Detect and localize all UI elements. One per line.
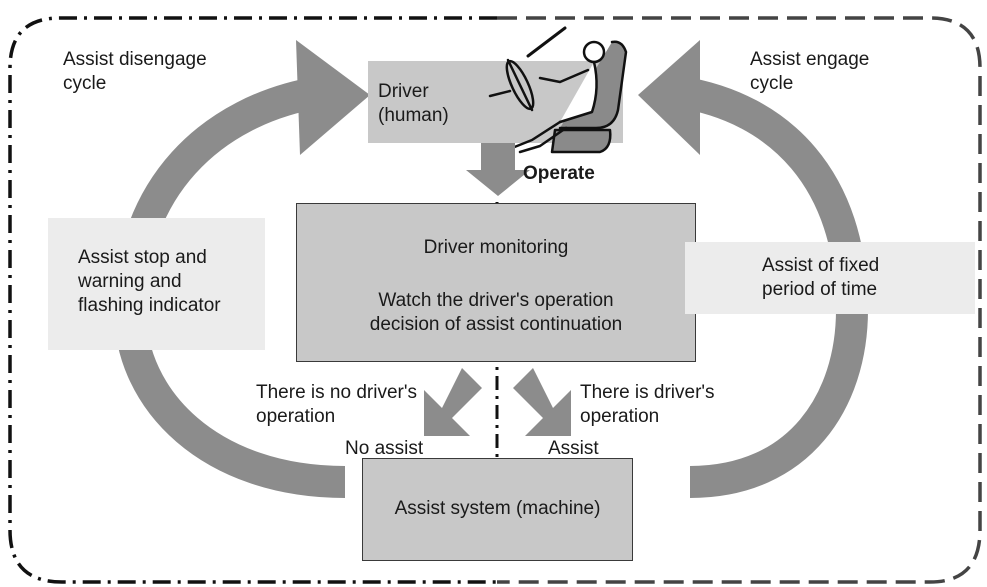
operate-label: Operate [523,163,595,184]
assist-system-label: Assist system (machine) [394,498,601,519]
operate-arrow [466,143,530,196]
no-operation-arrow [424,368,482,436]
disengage-cycle-boundary [8,16,497,584]
assist-stop-box: Assist stop and warning and flashing ind… [48,218,265,350]
disengage-cycle-label: Assist disengage cycle [63,49,207,94]
driver-monitoring-box: Driver monitoring Watch the driver's ope… [296,203,696,362]
driver-seat-icon [488,26,628,154]
assist-fixed-period-box: Assist of fixed period of time [685,242,975,314]
assist-fixed-period-label: Assist of fixed period of time [762,255,880,300]
operation-label: There is driver's operation [580,382,715,427]
no-operation-label: There is no driver's operation [256,382,417,427]
no-assist-label: No assist [345,438,424,459]
disengage-arrowhead [296,40,370,155]
engage-cycle-label: Assist engage cycle [750,49,870,94]
assist-label: Assist [548,438,599,459]
driver-label: Driver (human) [378,81,449,126]
monitoring-description: Watch the driver's operation decision of… [369,290,623,335]
operation-arrow [513,368,571,436]
monitoring-title: Driver monitoring [423,237,569,258]
engage-arrowhead [638,40,700,155]
assist-system-box: Assist system (machine) [362,458,633,561]
assist-stop-label: Assist stop and warning and flashing ind… [78,247,221,316]
